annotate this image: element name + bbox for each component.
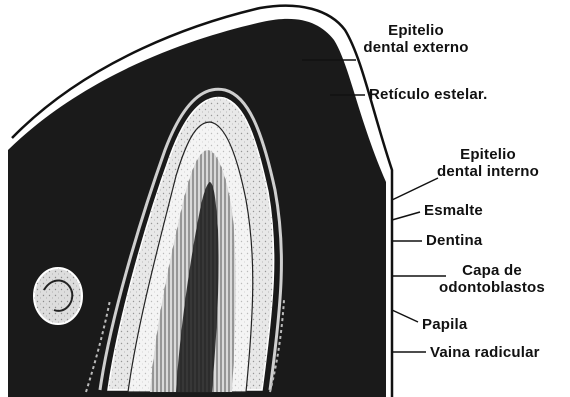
label-epitelio-externo-line2: dental externo <box>356 39 476 56</box>
label-reticulo-estelar: Retículo estelar. <box>369 86 487 103</box>
label-epitelio-interno-line1: Epitelio <box>420 146 556 163</box>
leader-esmalte <box>392 212 420 220</box>
leader-papila <box>392 310 418 322</box>
label-epitelio-dental-interno: Epitelio dental interno <box>420 146 556 180</box>
label-epitelio-dental-externo: Epitelio dental externo <box>356 22 476 56</box>
label-papila: Papila <box>422 316 467 333</box>
label-capa-line1: Capa de <box>420 262 564 279</box>
label-dentina: Dentina <box>426 232 482 249</box>
label-capa-de-odontoblastos: Capa de odontoblastos <box>420 262 564 296</box>
label-vaina-radicular: Vaina radicular <box>430 344 540 361</box>
label-epitelio-externo-line1: Epitelio <box>356 22 476 39</box>
label-epitelio-interno-line2: dental interno <box>420 163 556 180</box>
adjacent-tooth-bud <box>34 268 82 324</box>
leader-epitelio-interno <box>392 178 438 200</box>
label-esmalte: Esmalte <box>424 202 483 219</box>
label-capa-line2: odontoblastos <box>420 279 564 296</box>
